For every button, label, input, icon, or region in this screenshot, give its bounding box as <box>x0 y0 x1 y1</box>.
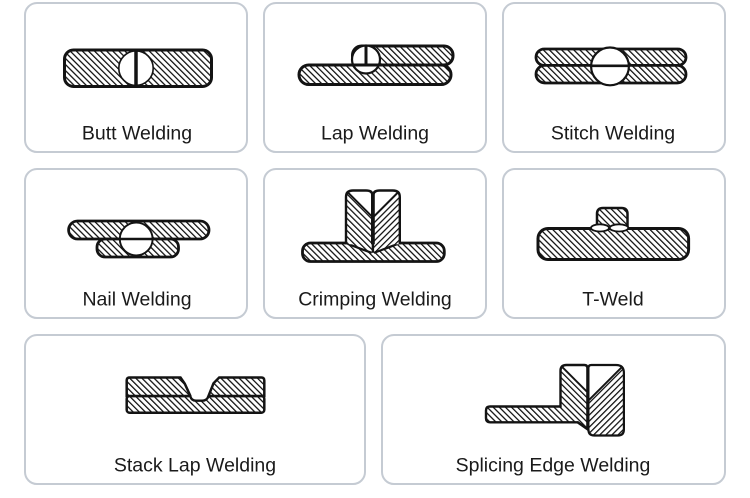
svg-text:Crimping Welding: Crimping Welding <box>298 289 452 311</box>
svg-text:Butt Welding: Butt Welding <box>82 123 192 145</box>
svg-text:T-Weld: T-Weld <box>582 289 643 311</box>
svg-text:Splicing Edge Welding: Splicing Edge Welding <box>456 455 651 477</box>
svg-text:Lap Welding: Lap Welding <box>321 123 429 145</box>
svg-text:Nail Welding: Nail Welding <box>82 289 191 311</box>
svg-text:Stitch Welding: Stitch Welding <box>551 123 675 145</box>
svg-text:Stack Lap Welding: Stack Lap Welding <box>114 455 276 477</box>
